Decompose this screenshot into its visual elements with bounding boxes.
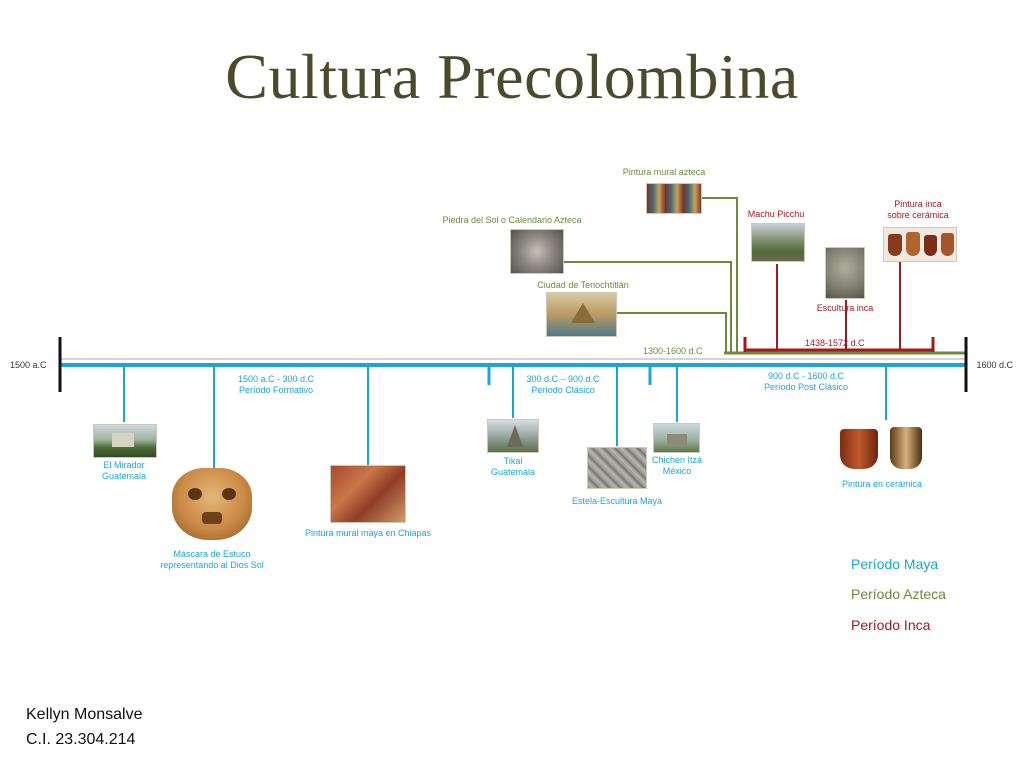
estela-label: Estela-Escultura Maya: [571, 496, 663, 506]
mural-chiapas-image: [330, 465, 406, 523]
azteca-range-label: 1300-1600 d.C: [643, 346, 703, 356]
ceramica-maya-vase-1: [840, 429, 878, 469]
connector-piedra-sol: [564, 261, 732, 354]
mural-azteca-image: [646, 183, 702, 214]
mural-chiapas-label: Pintura mural maya en Chiapas: [304, 528, 432, 538]
tenochtitlan-image: [546, 292, 617, 337]
tikal-image: [487, 419, 539, 453]
inca-connectors: [743, 262, 935, 352]
maya-connectors: [123, 365, 887, 468]
connector-tenochtitlan: [617, 312, 727, 354]
ceramica-maya-vase-2: [890, 427, 922, 469]
azteca-connectors: [564, 197, 966, 355]
piedra-sol-image: [510, 229, 564, 274]
axis-start-label: 1500 a.C: [10, 360, 47, 370]
escultura-inca-image: [825, 247, 865, 299]
legend-azteca: Período Azteca: [851, 586, 946, 602]
escultura-inca-label: Escultura inca: [816, 303, 874, 313]
el-mirador-image: [93, 424, 157, 458]
author-id: C.I. 23.304.214: [26, 731, 136, 748]
pintura-inca-image: [883, 227, 957, 262]
mascara-image: [172, 468, 252, 540]
tenochtitlan-label: Ciudad de Tenochtitlán: [537, 280, 629, 290]
mural-azteca-label: Pintura mural azteca: [622, 167, 706, 177]
connector-mural-azteca: [702, 197, 738, 354]
legend-inca: Período Inca: [851, 617, 931, 633]
legend-maya: Período Maya: [851, 556, 939, 572]
estela-image: [587, 447, 647, 489]
page-title: Cultura Precolombina: [225, 41, 799, 112]
chichen-itza-image: [653, 423, 700, 453]
axis-end-label: 1600 d.C: [976, 360, 1013, 370]
piedra-sol-label: Piedra del Sol o Calendario Azteca: [442, 215, 582, 225]
inca-range-label: 1438-1572 d.C: [805, 338, 865, 348]
machu-picchu-label: Machu Picchu: [747, 209, 805, 219]
machu-picchu-image: [751, 223, 805, 262]
author-name: Kellyn Monsalve: [26, 706, 143, 723]
ceramica-maya-label: Pintura en cerámica: [841, 479, 923, 489]
